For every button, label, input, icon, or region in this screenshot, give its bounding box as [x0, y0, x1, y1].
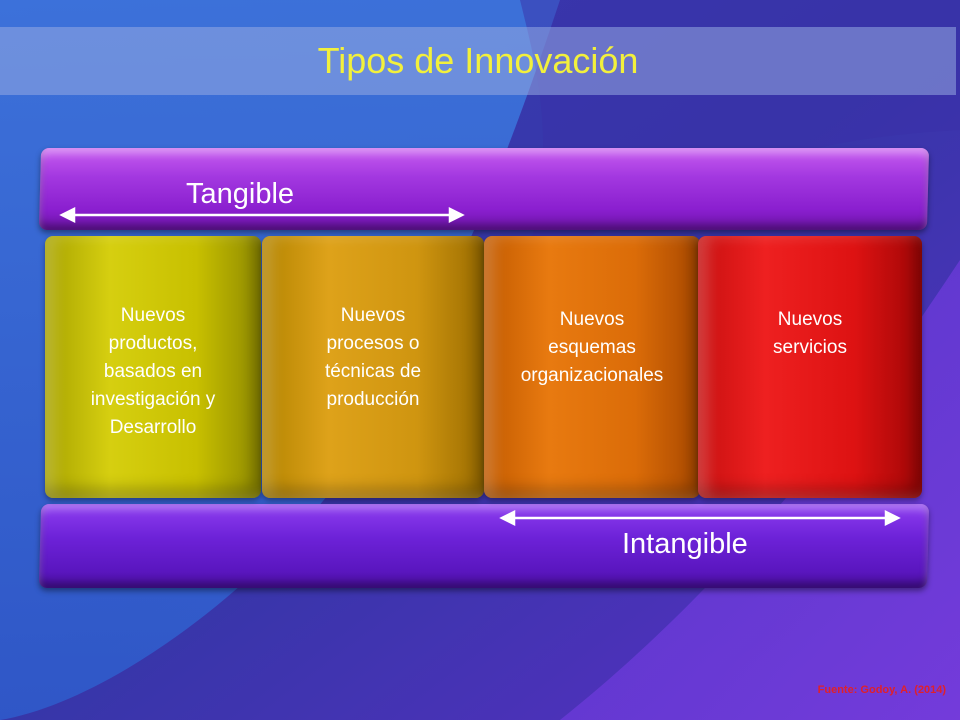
box-line: investigación y [90, 389, 216, 410]
box-line: Nuevos [120, 305, 186, 326]
box-line: procesos o [326, 333, 420, 354]
box-line: Nuevos [777, 309, 843, 330]
box-line: esquemas [548, 337, 636, 358]
box-new-services-text: Nuevos servicios [708, 306, 912, 362]
box-new-org-schemes: Nuevos esquemas organizacionales [484, 236, 700, 498]
box-line: Nuevos [340, 305, 406, 326]
box-line: Desarrollo [109, 417, 197, 438]
title-band [0, 27, 956, 95]
slide-title: Tipos de Innovación [317, 40, 639, 81]
tangible-range-arrow [59, 206, 465, 224]
box-line: Nuevos [559, 309, 625, 330]
box-new-org-schemes-text: Nuevos esquemas organizacionales [494, 306, 690, 390]
box-line: producción [326, 389, 420, 410]
box-line: productos, [108, 333, 198, 354]
box-line: organizacionales [520, 365, 664, 386]
intangible-label: Intangible [622, 528, 748, 560]
box-new-products-text: Nuevos productos, basados en investigaci… [55, 302, 251, 442]
box-new-processes: Nuevos procesos o técnicas de producción [262, 236, 484, 498]
source-citation: Fuente: Godoy, A. (2014) [817, 684, 946, 696]
box-line: basados en [103, 361, 203, 382]
box-new-products: Nuevos productos, basados en investigaci… [45, 236, 261, 498]
box-new-services: Nuevos servicios [698, 236, 922, 498]
box-line: técnicas de [324, 361, 422, 382]
tangible-label: Tangible [186, 178, 295, 210]
box-new-processes-text: Nuevos procesos o técnicas de producción [272, 302, 474, 414]
box-line: servicios [773, 337, 847, 358]
intangible-range-arrow [499, 509, 901, 527]
